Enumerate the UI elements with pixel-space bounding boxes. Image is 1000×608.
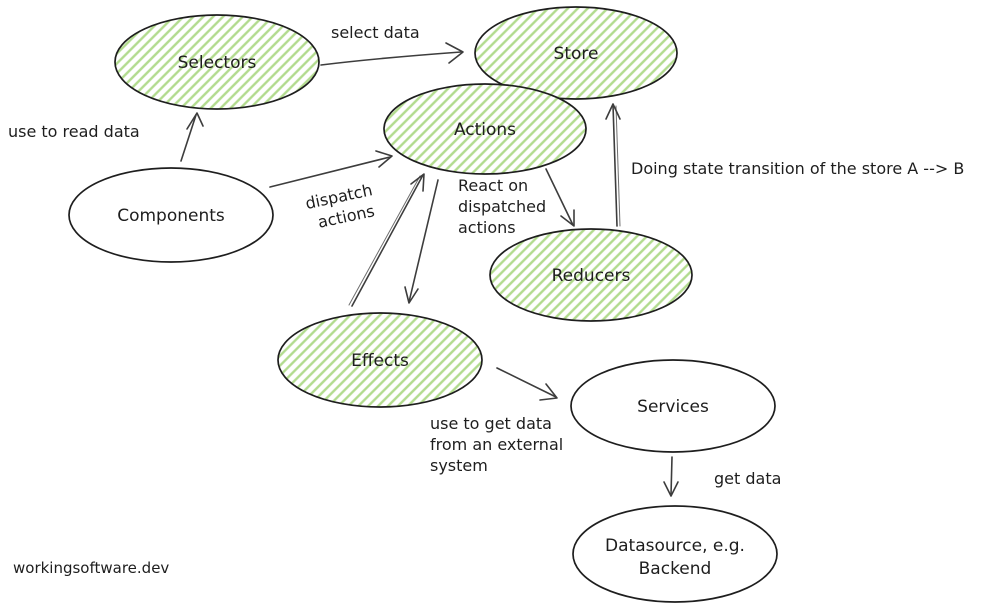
arrowhead-components-to-selectors bbox=[186, 112, 204, 130]
node-services: Services bbox=[570, 359, 776, 453]
arrowhead-effects-to-actions bbox=[410, 173, 425, 192]
arrowhead-services-to-datasource bbox=[663, 481, 679, 497]
edge-actions-to-reducers bbox=[545, 168, 574, 226]
node-services-shape bbox=[570, 359, 776, 453]
node-datasource: Datasource, e.g. Backend bbox=[572, 505, 778, 603]
edge-services-to-datasource bbox=[670, 456, 673, 496]
node-components: Components bbox=[68, 167, 274, 263]
node-datasource-shape bbox=[572, 505, 778, 603]
edge-reducers-to-store-overdraw bbox=[615, 105, 621, 227]
node-store-label: Store bbox=[554, 44, 599, 64]
label-state-transition: Doing state transition of the store A --… bbox=[631, 159, 964, 178]
node-reducers: Reducers bbox=[489, 228, 693, 322]
edge-selectors-to-store bbox=[320, 51, 462, 66]
edge-labels: select data use to read data dispatch ac… bbox=[8, 23, 964, 488]
arrowhead-actions-to-reducers bbox=[560, 209, 575, 227]
label-select-data: select data bbox=[331, 23, 420, 42]
node-reducers-shape bbox=[489, 228, 693, 322]
edge-effects-to-actions-overdraw bbox=[348, 175, 421, 306]
label-react-line2: dispatched bbox=[458, 197, 546, 216]
node-actions-label: Actions bbox=[454, 120, 516, 140]
arrowhead-actions-to-effects bbox=[404, 286, 419, 304]
label-react-line3: actions bbox=[458, 218, 516, 237]
label-react-line1: React on bbox=[458, 176, 528, 195]
watermark: workingsoftware.dev bbox=[13, 559, 169, 577]
edge-effects-to-services bbox=[496, 367, 557, 398]
edge-reducers-to-store bbox=[612, 104, 618, 227]
node-reducers-label: Reducers bbox=[552, 266, 631, 286]
node-effects-shape bbox=[277, 312, 483, 408]
node-actions: Actions bbox=[383, 83, 587, 175]
edge-components-to-selectors bbox=[180, 114, 197, 162]
arrowhead-reducers-to-store bbox=[605, 103, 621, 120]
edges bbox=[180, 42, 679, 497]
node-components-shape bbox=[68, 167, 274, 263]
label-get-external-line3: system bbox=[430, 456, 488, 475]
edge-actions-to-effects bbox=[408, 179, 439, 303]
label-get-external-line2: from an external bbox=[430, 435, 563, 454]
node-datasource-label-line2: Backend bbox=[639, 559, 712, 579]
node-effects-label: Effects bbox=[351, 351, 409, 371]
edge-effects-to-actions bbox=[351, 174, 424, 307]
node-services-label: Services bbox=[637, 397, 709, 417]
node-effects: Effects bbox=[277, 312, 483, 408]
arrowhead-selectors-to-store bbox=[445, 42, 464, 64]
node-selectors-shape bbox=[114, 14, 320, 110]
label-get-data: get data bbox=[714, 469, 781, 488]
node-store-shape bbox=[474, 6, 678, 100]
arrowhead-components-to-actions bbox=[375, 150, 393, 168]
arrowhead-effects-to-services bbox=[539, 383, 558, 401]
edge-components-to-actions bbox=[269, 156, 391, 188]
node-selectors-label: Selectors bbox=[178, 53, 257, 73]
node-selectors: Selectors bbox=[114, 14, 320, 110]
label-get-external-line1: use to get data bbox=[430, 414, 552, 433]
label-use-to-read-data: use to read data bbox=[8, 122, 140, 141]
node-actions-shape bbox=[383, 83, 587, 175]
label-dispatch-actions: dispatch actions bbox=[304, 180, 377, 232]
node-components-label: Components bbox=[117, 206, 225, 226]
node-store: Store bbox=[474, 6, 678, 100]
node-datasource-label-line1: Datasource, e.g. bbox=[605, 536, 745, 556]
